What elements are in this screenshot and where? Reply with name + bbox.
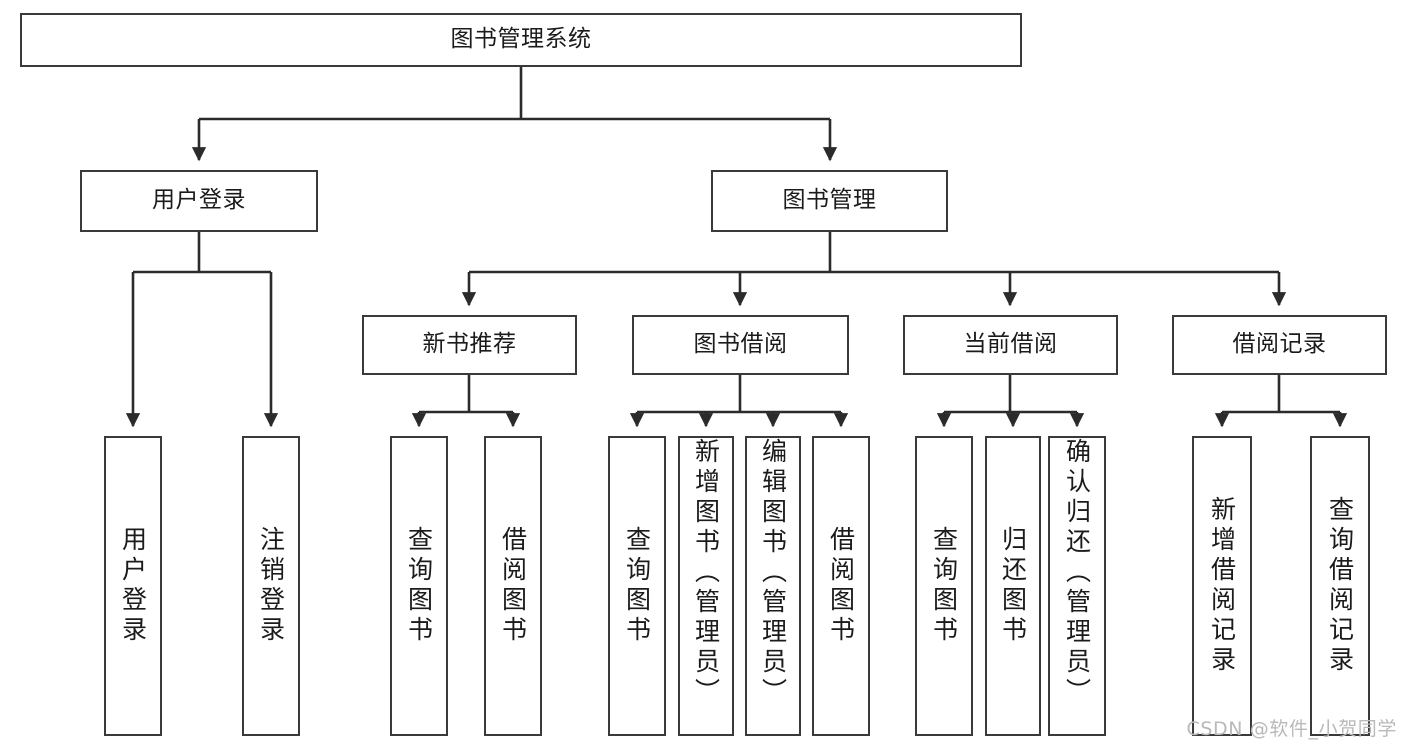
leaf-return-book[interactable]: 归还图书 <box>985 436 1041 736</box>
leaf-add-borrow-record-label: 新增借阅记录 <box>1207 496 1237 676</box>
leaf-query-book-1-label: 查询图书 <box>404 526 434 646</box>
node-borrow-record[interactable]: 借阅记录 <box>1172 315 1387 375</box>
leaf-edit-book-label: 编辑图书（管理员） <box>758 438 788 708</box>
node-current-borrow-label: 当前借阅 <box>963 331 1058 358</box>
node-new-book-recommend[interactable]: 新书推荐 <box>362 315 577 375</box>
node-root-label: 图书管理系统 <box>450 26 592 53</box>
node-new-book-recommend-label: 新书推荐 <box>422 331 517 358</box>
node-book-borrow[interactable]: 图书借阅 <box>632 315 849 375</box>
leaf-confirm-return[interactable]: 确认归还（管理员） <box>1048 436 1106 736</box>
leaf-add-book-label: 新增图书（管理员） <box>691 438 721 708</box>
node-current-borrow[interactable]: 当前借阅 <box>903 315 1118 375</box>
leaf-user-login-label: 用户登录 <box>118 526 148 646</box>
leaf-query-borrow-record[interactable]: 查询借阅记录 <box>1310 436 1370 736</box>
leaf-edit-book[interactable]: 编辑图书（管理员） <box>745 436 801 736</box>
leaf-query-book-1[interactable]: 查询图书 <box>390 436 448 736</box>
leaf-add-borrow-record[interactable]: 新增借阅记录 <box>1192 436 1252 736</box>
leaf-query-book-2[interactable]: 查询图书 <box>608 436 666 736</box>
leaf-logout-label: 注销登录 <box>256 526 286 646</box>
node-user-login-label: 用户登录 <box>152 187 246 214</box>
watermark: CSDN @软件_小贺同学 <box>1186 718 1397 740</box>
leaf-query-book-2-label: 查询图书 <box>622 526 652 646</box>
leaf-borrow-book-1[interactable]: 借阅图书 <box>484 436 542 736</box>
leaf-query-borrow-record-label: 查询借阅记录 <box>1325 496 1355 676</box>
leaf-query-book-3-label: 查询图书 <box>929 526 959 646</box>
leaf-borrow-book-2[interactable]: 借阅图书 <box>812 436 870 736</box>
node-borrow-record-label: 借阅记录 <box>1232 331 1327 358</box>
leaf-confirm-return-label: 确认归还（管理员） <box>1062 438 1092 708</box>
node-user-login[interactable]: 用户登录 <box>80 170 318 232</box>
leaf-borrow-book-1-label: 借阅图书 <box>498 526 528 646</box>
leaf-user-login[interactable]: 用户登录 <box>104 436 162 736</box>
leaf-query-book-3[interactable]: 查询图书 <box>915 436 973 736</box>
node-book-manage-label: 图书管理 <box>782 187 877 214</box>
node-book-manage[interactable]: 图书管理 <box>711 170 948 232</box>
leaf-logout[interactable]: 注销登录 <box>242 436 300 736</box>
node-book-borrow-label: 图书借阅 <box>693 331 788 358</box>
leaf-return-book-label: 归还图书 <box>998 526 1028 646</box>
node-root[interactable]: 图书管理系统 <box>20 13 1022 67</box>
leaf-add-book[interactable]: 新增图书（管理员） <box>678 436 734 736</box>
leaf-borrow-book-2-label: 借阅图书 <box>826 526 856 646</box>
